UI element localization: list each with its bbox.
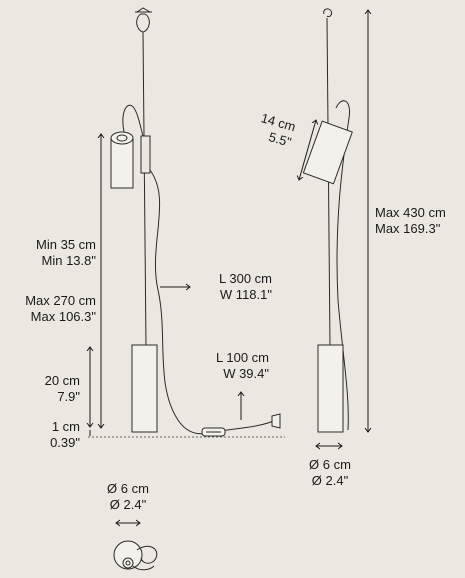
left-dimension-lines [90,134,241,436]
cable-length-in: W 118.1" [219,287,272,302]
base-diameter-label: Ø 6 cm Ø 2.4" [295,457,365,489]
top-diameter-cm: Ø 6 cm [107,481,149,496]
cord-length-cm: L 100 cm [216,350,269,365]
wall-plug-icon [271,413,281,429]
floor-base-side [317,344,344,433]
height-min-cm: Min 35 cm [36,237,96,252]
cord-length-in: W 39.4" [223,366,269,381]
spot-head-side [302,120,353,185]
top-diameter-label: Ø 6 cm Ø 2.4" [93,481,163,513]
total-max-cm: Max 430 cm [375,205,446,220]
ceiling-hook-icon [135,7,152,33]
cable-length-cm: L 300 cm [219,271,272,286]
hanging-rod [142,31,147,346]
ceiling-hook-icon-side [323,8,332,18]
cable-coil-top [132,545,158,571]
base-diameter-in: Ø 2.4" [311,473,349,488]
floor-base [131,344,158,433]
cord-length-label: L 100 cm W 39.4" [216,350,269,382]
left-lamp-view [110,7,281,437]
spot-head-icon [110,137,134,189]
height-max-in: Max 106.3" [30,309,96,324]
total-max-label: Max 430 cm Max 169.3" [375,205,446,237]
clamp [140,135,151,174]
top-view [113,523,158,571]
base-height-cm: 20 cm [44,373,80,388]
height-min-in: Min 13.8" [41,253,96,268]
offset-cm: 1 cm [51,419,80,434]
total-max-in: Max 169.3" [375,221,441,236]
offset-label: 1 cm 0.39" [50,419,80,451]
height-max-label: Max 270 cm Max 106.3" [25,293,96,325]
right-dimension-lines [299,10,368,446]
top-diameter-in: Ø 2.4" [109,497,147,512]
base-top-circle [113,540,143,570]
base-height-in: 7.9" [57,389,80,404]
base-height-label: 20 cm 7.9" [45,373,80,405]
right-lamp-view [302,8,353,433]
height-min-label: Min 35 cm Min 13.8" [36,237,96,269]
cable-loop [122,104,144,137]
power-cable-side [335,100,351,431]
base-diameter-cm: Ø 6 cm [309,457,351,472]
cable-length-label: L 300 cm W 118.1" [219,271,272,303]
height-max-cm: Max 270 cm [25,293,96,308]
offset-in: 0.39" [50,435,80,450]
